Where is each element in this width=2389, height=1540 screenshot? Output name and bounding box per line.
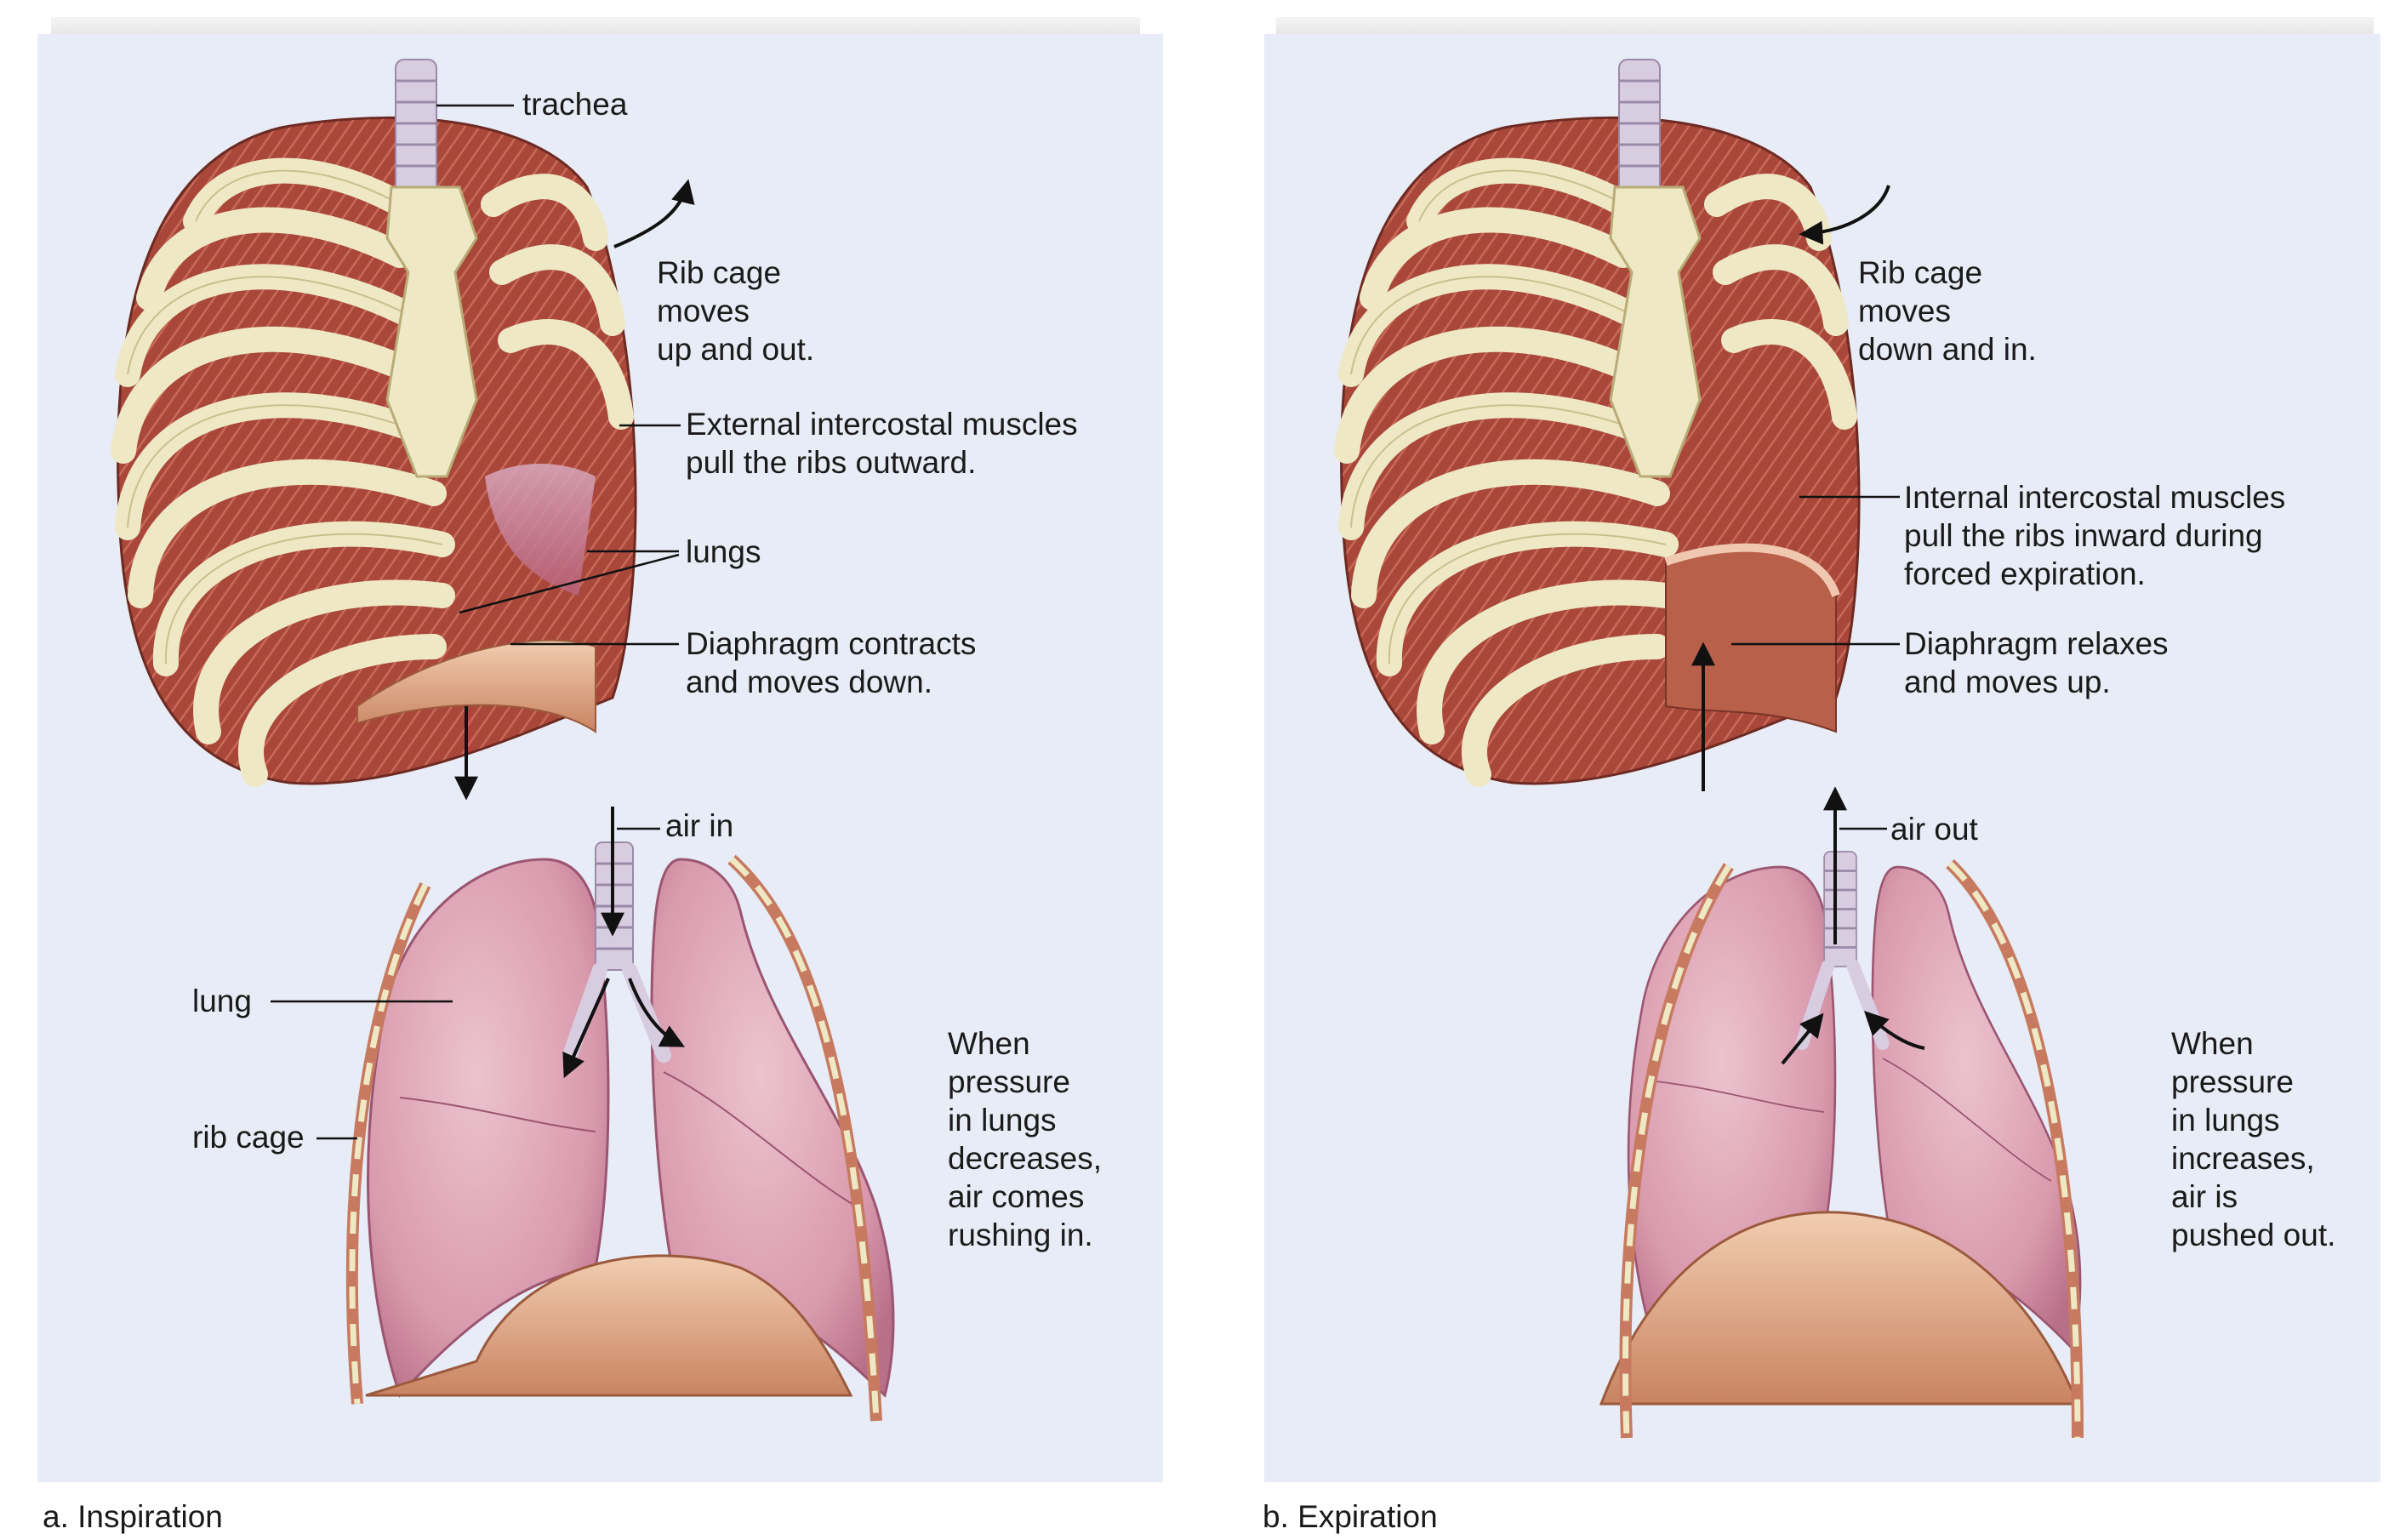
expiration-arrows: [1691, 185, 1925, 1065]
rib-cage-label: rib cage: [192, 1120, 305, 1155]
diaphragm-contracts-label: Diaphragm contracts and moves down.: [686, 626, 977, 699]
trachea-label: trachea: [522, 87, 628, 122]
rib-cage-up-and-out-label: Rib cage moves up and out.: [657, 255, 815, 367]
pressure-decreases-note: When pressure in lungs decreases, air co…: [948, 1026, 1102, 1252]
panel-b-shadow: [1276, 17, 2374, 36]
inspiration-lungs: [345, 842, 893, 1422]
inspiration-caption: a. Inspiration: [43, 1499, 223, 1534]
panel-a-shadow: [51, 17, 1140, 36]
expiration-leader-lines: [1731, 495, 1900, 830]
rib-cage-down-arrow: [1799, 185, 1890, 245]
external-intercostal-label: External intercostal muscles pull the ri…: [686, 407, 1078, 480]
inspiration-rib-cage: [118, 60, 636, 784]
expiration-rib-cage: [1342, 60, 1859, 784]
inspiration-arrows: [454, 179, 695, 1079]
air-in-right-bronchus-arrow: [628, 978, 685, 1047]
rib-cage-up-arrow: [613, 179, 695, 248]
expiration-caption: b. Expiration: [1263, 1499, 1438, 1534]
lung-label: lung: [192, 984, 252, 1018]
air-out-left-bronchus-arrow: [1781, 1012, 1824, 1065]
air-in-left-bronchus-arrow: [562, 978, 610, 1079]
pressure-increases-note: When pressure in lungs increases, air is…: [2171, 1026, 2336, 1252]
diaphragm-relaxes-label: Diaphragm relaxes and moves up.: [1904, 626, 2169, 699]
air-out-label: air out: [1890, 812, 1978, 847]
air-in-label: air in: [665, 808, 734, 843]
internal-intercostal-label: Internal intercostal muscles pull the ri…: [1904, 480, 2286, 591]
air-out-right-bronchus-arrow: [1864, 1011, 1925, 1050]
expiration-lungs: [1599, 852, 2080, 1439]
inspiration-leader-lines: [271, 104, 681, 1140]
rib-cage-down-and-in-label: Rib cage moves down and in.: [1858, 255, 2037, 367]
lungs-label: lungs: [686, 534, 761, 569]
